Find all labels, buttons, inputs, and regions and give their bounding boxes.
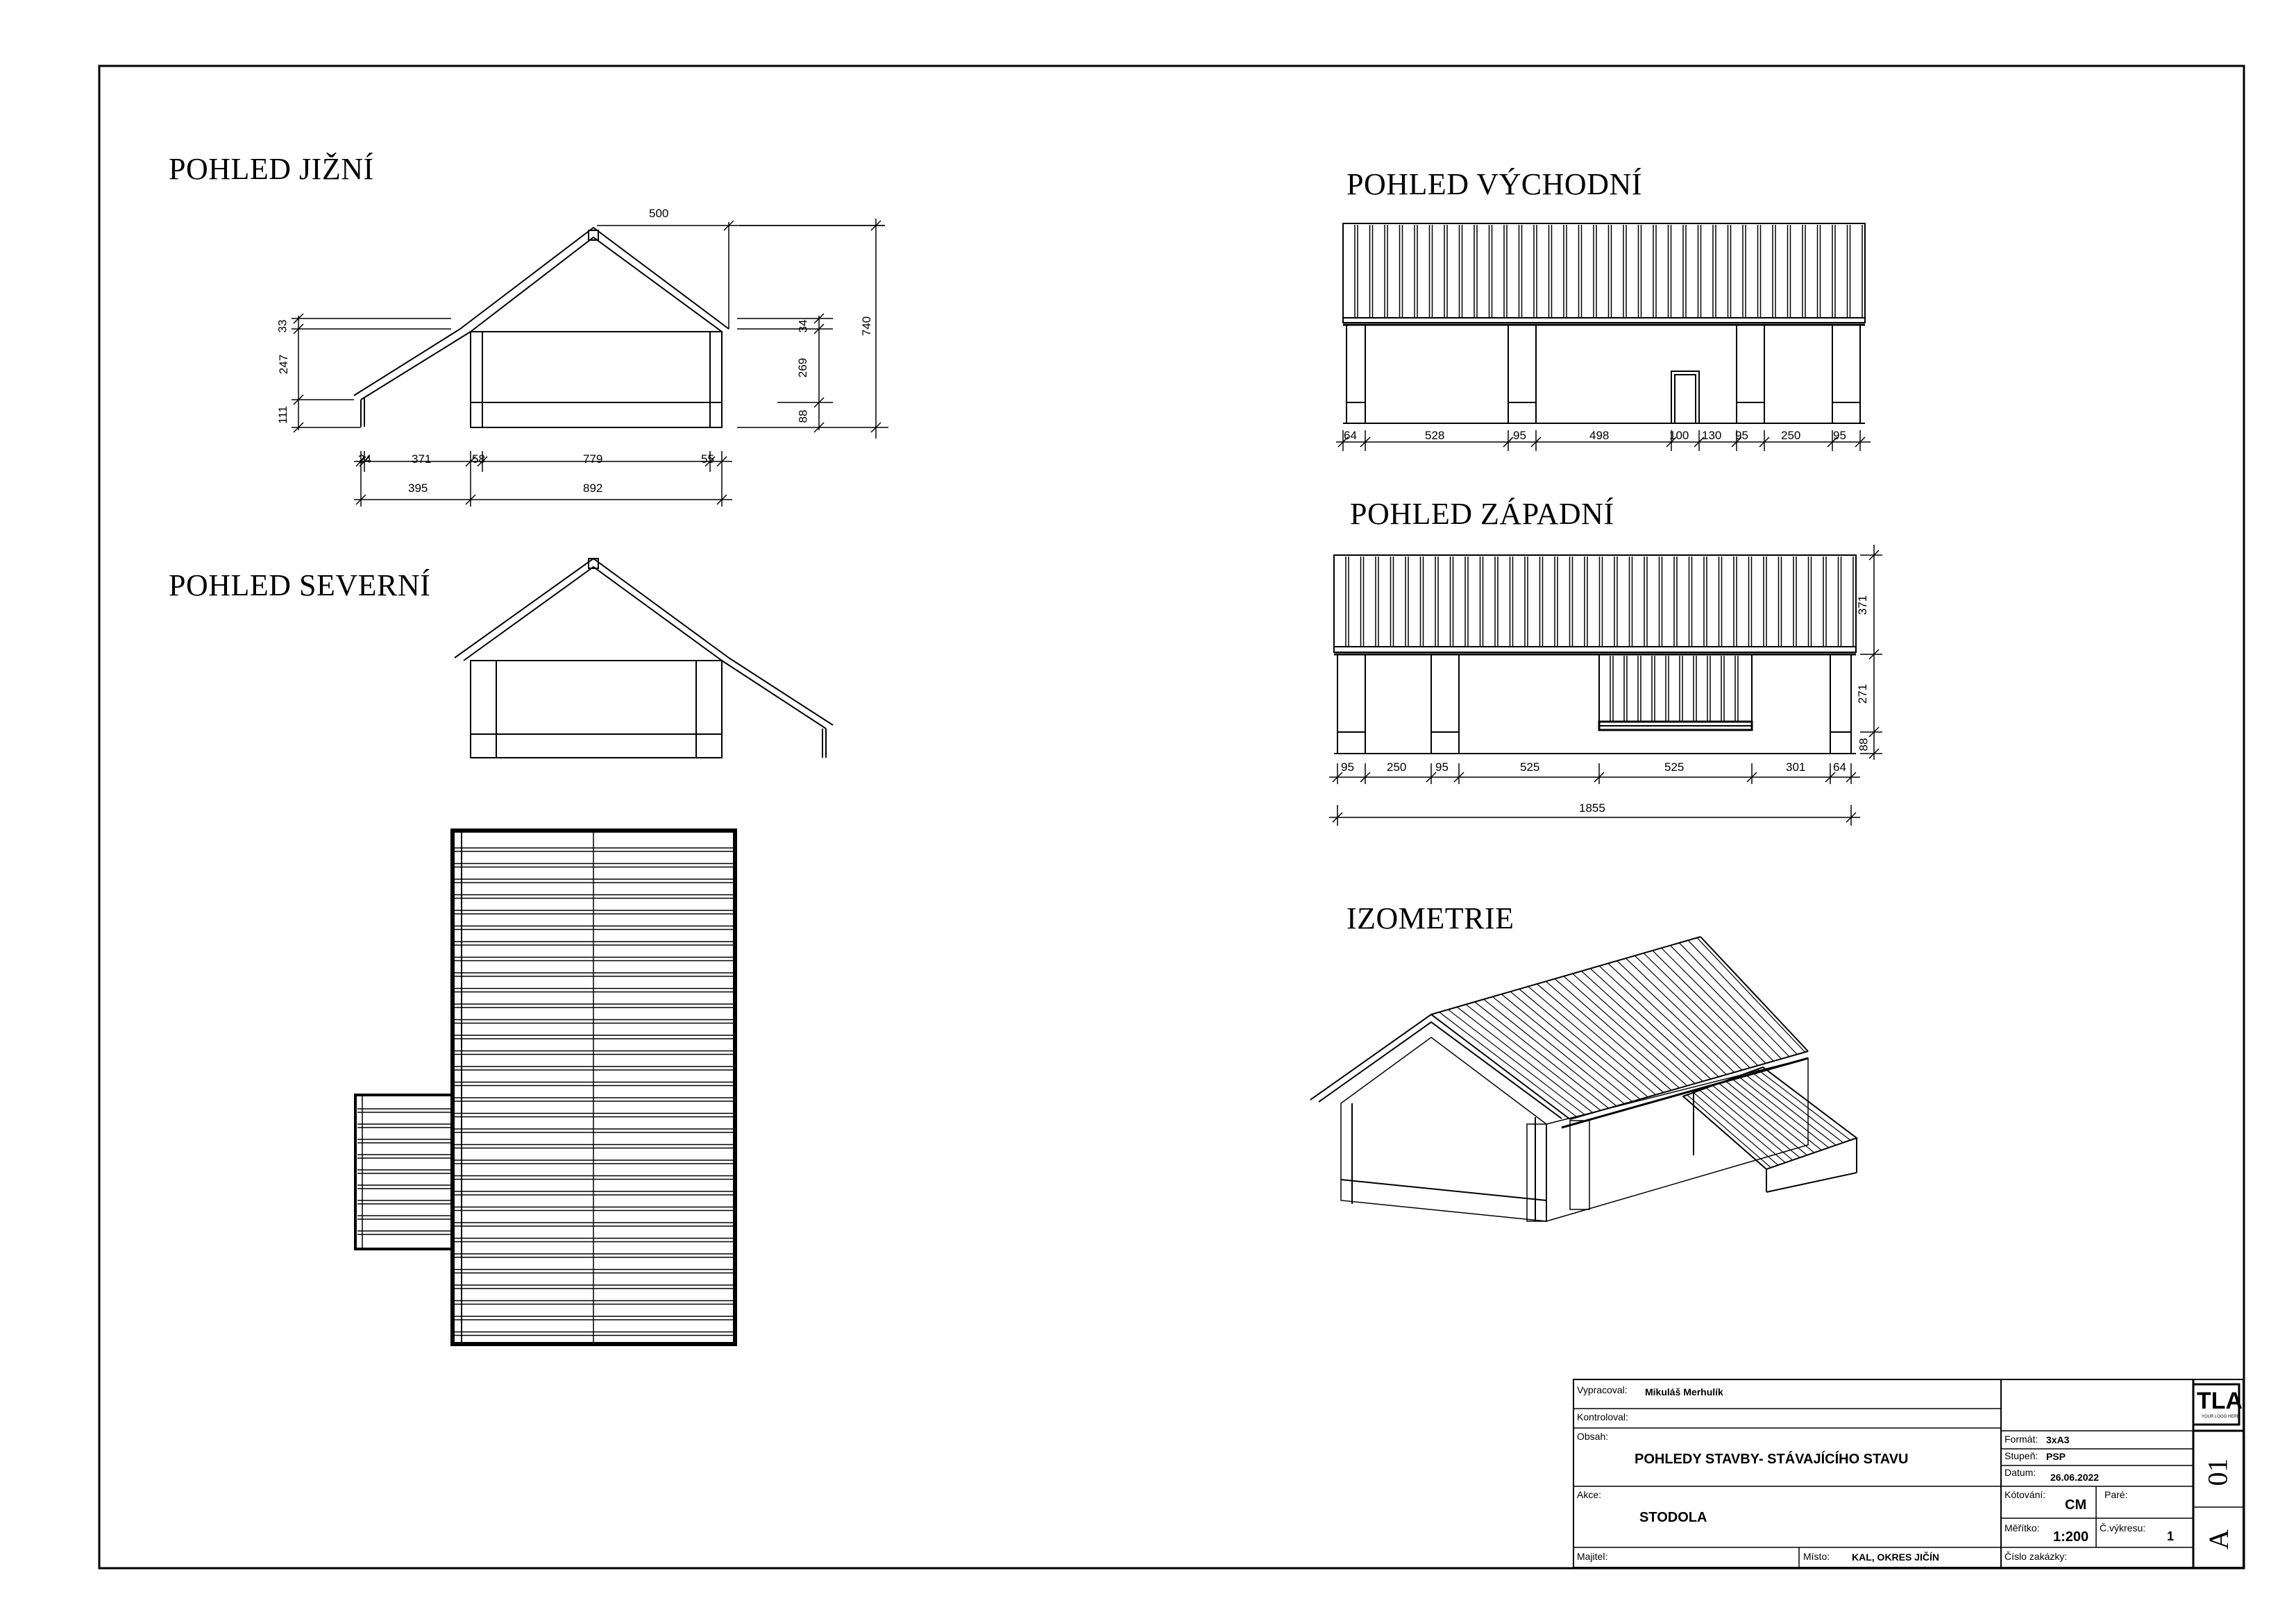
dim-south-b24: 24 <box>358 452 371 466</box>
tb-cislo-zakazky-label: Číslo zakázky: <box>2004 1551 2068 1562</box>
dim-west-1: 250 <box>1387 760 1407 774</box>
sheet-frame <box>98 65 2245 1570</box>
tb-format-value: 3xA3 <box>2046 1434 2070 1445</box>
tb-stupen-value: PSP <box>2046 1451 2066 1462</box>
south-elevation-drawing <box>292 219 888 507</box>
tb-datum-label: Datum: <box>2004 1467 2036 1478</box>
isometric-drawing <box>1310 936 1859 1223</box>
dim-east-0: 64 <box>1344 429 1357 442</box>
east-view-title: POHLED VÝCHODNÍ <box>1347 167 1642 201</box>
dim-south-h740: 740 <box>860 316 874 337</box>
tb-misto-label: Místo: <box>1803 1551 1830 1562</box>
iso-view-title: IZOMETRIE <box>1347 901 1514 935</box>
dim-south-h247: 247 <box>277 354 291 375</box>
tb-stupen-label: Stupeň: <box>2004 1450 2038 1461</box>
dim-east-4: 100 <box>1669 429 1689 442</box>
dim-west-h271: 271 <box>1856 683 1870 704</box>
dim-west-3: 525 <box>1520 760 1540 774</box>
tb-sheet-letter: A <box>2202 1529 2234 1549</box>
tb-logo-sub: YOUR LOGO HERE <box>2202 1415 2240 1419</box>
tb-akce-label: Akce: <box>1577 1489 1602 1500</box>
dim-west-total: 1855 <box>1579 801 1605 815</box>
dim-south-top: 500 <box>649 207 669 220</box>
tb-kotovani-label: Kótování: <box>2004 1489 2046 1500</box>
tb-vypracoval-label: Vypracoval: <box>1577 1384 1628 1395</box>
roof-plan-drawing <box>354 829 737 1346</box>
dim-east-7: 250 <box>1781 429 1801 442</box>
west-view-title: POHLED ZÁPADNÍ <box>1350 497 1614 531</box>
dim-east-8: 95 <box>1833 429 1846 442</box>
tb-logo: TLA <box>2197 1388 2243 1414</box>
dim-west-4: 525 <box>1664 760 1685 774</box>
dim-south-b395: 395 <box>408 482 428 495</box>
dim-east-3: 498 <box>1589 429 1610 442</box>
tb-obsah-label: Obsah: <box>1577 1431 1609 1442</box>
dim-south-h269: 269 <box>796 357 810 378</box>
tb-meritko-label: Měřítko: <box>2004 1522 2040 1533</box>
dim-west-0: 95 <box>1341 760 1354 774</box>
tb-vypracoval-value: Mikuláš Merhulík <box>1645 1386 1723 1397</box>
east-elevation-drawing <box>1336 223 1871 451</box>
dim-south-b892: 892 <box>583 482 603 495</box>
title-block-frame <box>1573 1379 2244 1568</box>
tb-kotovani-value: CM <box>2065 1497 2087 1513</box>
tb-cislo-vykresu-value: 1 <box>2167 1529 2175 1543</box>
dim-east-5: 130 <box>1702 429 1722 442</box>
south-view-title: POHLED JIŽNÍ <box>169 152 374 186</box>
tb-sheet-number: 01 <box>2202 1458 2234 1486</box>
dim-south-b55: 55 <box>701 452 714 466</box>
tb-datum-value: 26.06.2022 <box>2050 1472 2100 1483</box>
dim-west-h371: 371 <box>1856 595 1870 615</box>
dim-east-6: 95 <box>1735 429 1748 442</box>
dim-south-b779: 779 <box>583 452 603 466</box>
dim-south-b58: 58 <box>472 452 485 466</box>
tb-pare-label: Paré: <box>2104 1489 2128 1500</box>
dim-south-h34: 34 <box>796 319 810 333</box>
dim-west-5: 301 <box>1786 760 1806 774</box>
north-elevation-drawing <box>454 557 834 758</box>
dim-south-h88: 88 <box>796 409 810 423</box>
tb-cislo-vykresu-label: Č.výkresu: <box>2100 1522 2146 1533</box>
dim-west-6: 64 <box>1833 760 1846 774</box>
tb-format-label: Formát: <box>2004 1434 2038 1445</box>
dim-west-2: 95 <box>1435 760 1449 774</box>
tb-kontroloval-label: Kontroloval: <box>1577 1411 1628 1422</box>
dim-west-h88: 88 <box>1857 738 1871 751</box>
tb-majitel-label: Majitel: <box>1577 1551 1608 1562</box>
dim-east-1: 528 <box>1425 429 1445 442</box>
dim-east-2: 95 <box>1513 429 1526 442</box>
dim-south-b371: 371 <box>412 452 432 466</box>
dim-south-h33: 33 <box>276 319 289 333</box>
tb-obsah-value: POHLEDY STAVBY- STÁVAJÍCÍHO STAVU <box>1635 1452 1909 1467</box>
north-view-title: POHLED SEVERNÍ <box>169 568 431 602</box>
tb-misto-value: KAL, OKRES JIČÍN <box>1852 1552 1940 1563</box>
west-elevation-drawing <box>1329 545 1882 826</box>
tb-meritko-value: 1:200 <box>2053 1529 2089 1545</box>
tb-akce-value: STODOLA <box>1639 1510 1707 1525</box>
dim-south-h111: 111 <box>276 406 289 424</box>
